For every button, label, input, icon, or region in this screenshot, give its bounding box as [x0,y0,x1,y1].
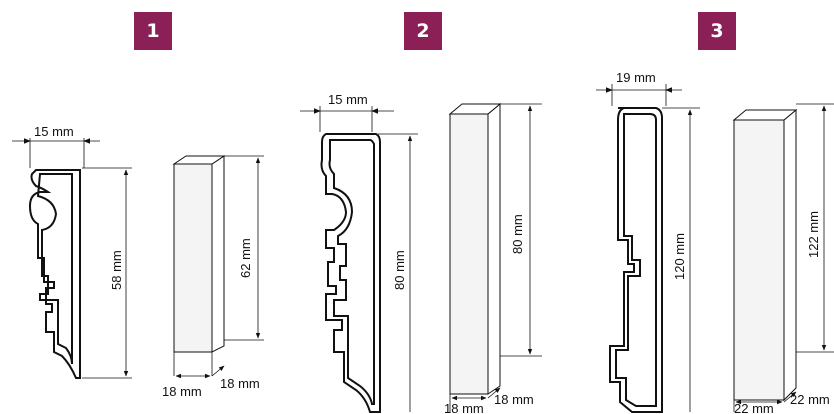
variant-2-profile-height: 80 mm [392,250,407,290]
variant-3-profile [609,107,663,413]
variant-1-block-width: 18 mm [162,384,202,399]
variant-2-block-height: 80 mm [510,214,525,254]
variant-1-block-depth: 18 mm [220,376,260,391]
variant-2-profile [320,133,381,413]
variant-2-profile-width: 15 mm [328,92,368,107]
variant-3-block-width: 22 mm [734,401,774,414]
variant-2-block-front [449,113,489,395]
variant-3-badge: 3 [698,12,736,50]
variant-2-block-side [487,102,501,395]
variant-1-profile-height: 58 mm [109,250,124,290]
variant-3-block-depth: 22 mm [790,392,830,407]
variant-1-block-front [173,163,213,353]
variant-3-block-height: 122 mm [806,211,821,258]
variant-2-badge: 2 [404,12,442,50]
variant-1-badge: 1 [134,12,172,50]
variant-1-block-height: 62 mm [238,238,253,278]
variant-3: 19 mm 120 mm 122 mm 22 mm 22 mm [596,70,834,414]
variant-3-block-side [783,108,797,402]
variant-1-block-side [211,155,225,353]
variant-2-block-width: 18 mm [444,401,484,414]
variant-3-profile-width: 19 mm [616,70,656,85]
variant-3-block-front [733,119,785,401]
variant-2: 15 mm 80 mm 80 mm 18 mm 18 mm [300,92,542,414]
variant-3-profile-height: 120 mm [672,233,687,280]
variant-1: 15 mm 58 mm 62 mm 18 mm 18 mm [12,124,264,399]
variant-2-block-depth: 18 mm [494,392,534,407]
variant-1-profile-width: 15 mm [34,124,74,139]
variant-1-profile [28,169,81,379]
